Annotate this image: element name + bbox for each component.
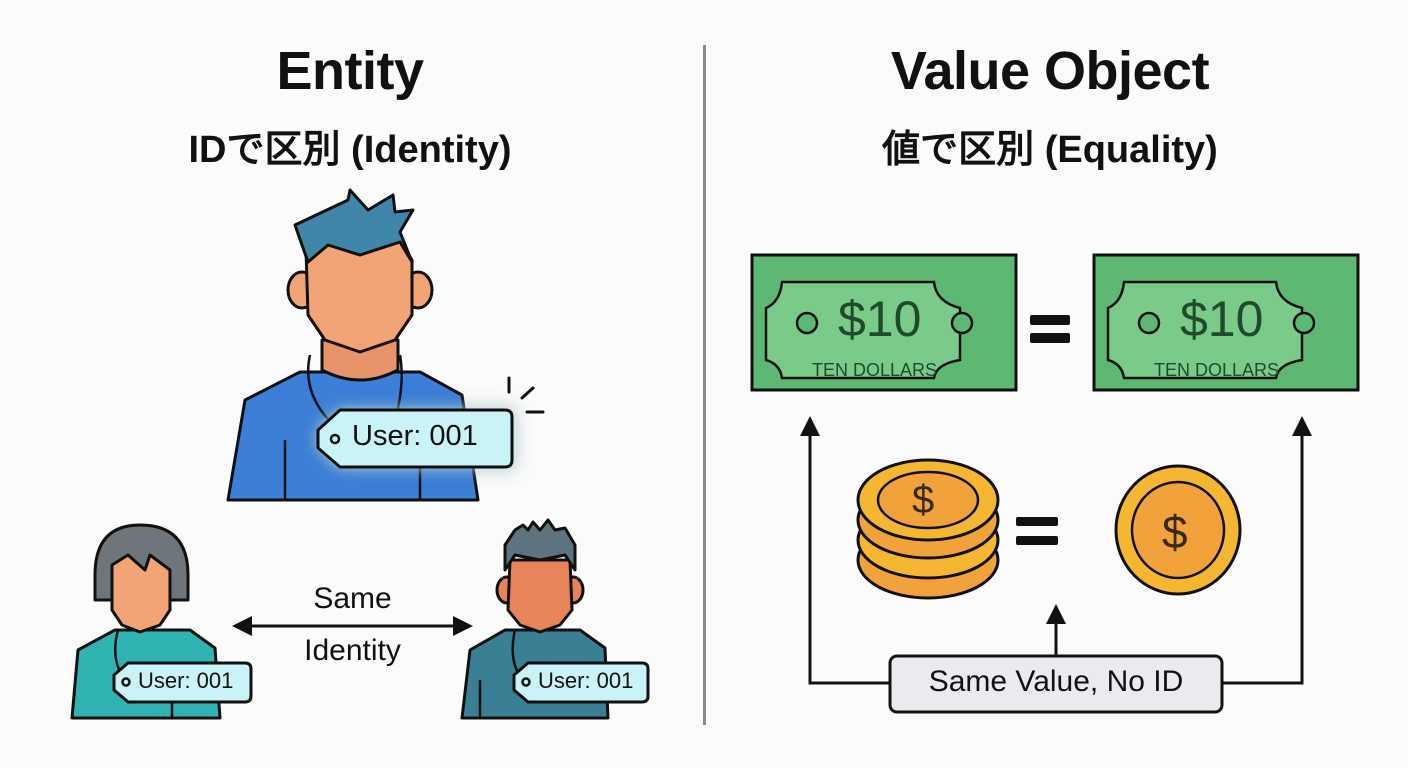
double-arrow-icon	[232, 616, 473, 636]
coin-stack-symbol: $	[912, 478, 935, 522]
bill-left-amount: $10	[838, 291, 922, 347]
entity-title: Entity	[276, 41, 424, 101]
arrowheads	[800, 416, 1312, 624]
single-coin-icon	[1114, 464, 1242, 596]
entity-subtitle: IDで区別 (Identity)	[188, 129, 512, 171]
right-user-tag: User: 001	[538, 668, 634, 693]
bill-left-caption: TEN DOLLARS	[812, 360, 938, 380]
bottom-label-box	[888, 654, 1224, 714]
equals-coins-icon	[1016, 517, 1058, 545]
value-object-title: Value Object	[890, 41, 1210, 101]
section-divider	[703, 45, 706, 725]
main-user-tag-shape	[316, 408, 514, 469]
bill-right-icon	[1092, 253, 1360, 392]
value-object-subtitle: 値で区別 (Equality)	[882, 129, 1218, 171]
relation-label-identity: Identity	[304, 634, 401, 667]
equals-bills-icon	[1030, 315, 1070, 343]
bottom-label: Same Value, No ID	[928, 665, 1184, 698]
sparkle-icon	[507, 376, 545, 414]
bill-right-amount: $10	[1180, 291, 1264, 347]
main-user-tag: User: 001	[352, 420, 478, 452]
coin-stack-icon	[856, 458, 1000, 600]
left-user-tag: User: 001	[138, 668, 234, 693]
bill-left-icon	[750, 253, 1018, 392]
relation-label-same: Same	[313, 582, 392, 615]
bill-right-caption: TEN DOLLARS	[1154, 360, 1280, 380]
single-coin-symbol: $	[1162, 506, 1188, 558]
arrows-to-bills	[808, 430, 1304, 685]
